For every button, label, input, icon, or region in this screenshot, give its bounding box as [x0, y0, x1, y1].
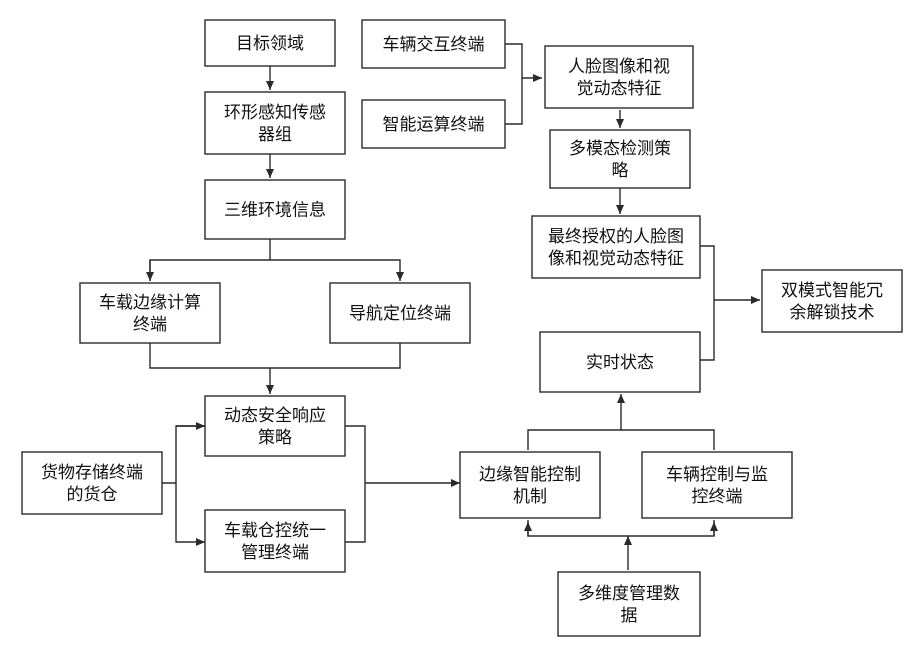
node-label-line: 双模式智能冗 [781, 281, 883, 301]
node-box [460, 452, 600, 518]
node-label-line: 据 [621, 606, 638, 626]
node-label-line: 策略 [258, 428, 292, 448]
node-label: 车辆交互终端 [383, 35, 485, 55]
node-label-line: 器组 [258, 125, 292, 145]
node-label-line: 管理终端 [241, 543, 309, 563]
node-multimodal-strategy: 多模态检测策略 [550, 130, 690, 188]
node-label-line: 最终授权的人脸图 [548, 227, 684, 247]
edge-merge-to-edge-control [345, 426, 460, 542]
node-label: 三维环境信息 [224, 201, 326, 221]
node-target-area: 目标领域 [205, 20, 335, 66]
node-label-line: 三维环境信息 [224, 201, 326, 221]
node-label: 智能运算终端 [383, 115, 485, 135]
node-box [558, 572, 700, 636]
node-label-line: 终端 [133, 315, 167, 335]
node-label-line: 目标领域 [236, 34, 304, 54]
node-multi-dimension-data: 多维度管理数据 [558, 572, 700, 636]
node-label-line: 边缘智能控制 [479, 465, 581, 485]
node-edge-terminal: 车载边缘计算终端 [80, 283, 220, 343]
node-env-3d: 三维环境信息 [205, 180, 345, 239]
node-label-line: 车载边缘计算 [99, 293, 201, 313]
node-nav-terminal: 导航定位终端 [330, 283, 470, 343]
edge-to-dual-unlock [700, 246, 760, 360]
node-label: 实时状态 [586, 353, 654, 373]
edge-env-split [150, 239, 400, 281]
node-edge-intelligent-control: 边缘智能控制机制 [460, 452, 600, 518]
node-label-line: 略 [612, 161, 629, 181]
edge-data-to-controls [528, 520, 714, 570]
node-label-line: 人脸图像和视 [568, 57, 670, 77]
node-label-line: 货物存储终端 [41, 463, 143, 483]
node-final-authorization: 最终授权的人脸图像和视觉动态特征 [532, 216, 700, 278]
node-cabin-management: 车载仓控统一管理终端 [205, 510, 345, 572]
node-label-line: 车载仓控统一 [224, 521, 326, 541]
node-label-line: 控终端 [692, 487, 743, 507]
node-vehicle-control-monitor: 车辆控制与监控终端 [642, 452, 792, 518]
node-label-line: 机制 [513, 487, 547, 507]
node-label-line: 多模态检测策 [569, 139, 671, 159]
node-label-line: 的货仓 [67, 485, 118, 505]
node-cargo-storage: 货物存储终端的货仓 [22, 452, 162, 514]
node-label: 导航定位终端 [349, 304, 451, 324]
node-box [642, 452, 792, 518]
node-dynamic-safety: 动态安全响应策略 [205, 396, 345, 456]
node-vehicle-interaction: 车辆交互终端 [362, 20, 505, 68]
node-label-line: 余解锁技术 [790, 303, 875, 323]
node-realtime-status: 实时状态 [540, 332, 700, 392]
node-label-line: 像和视觉动态特征 [548, 249, 684, 269]
node-label-line: 环形感知传感 [224, 103, 326, 123]
edge-controls-to-realtime [528, 394, 714, 450]
node-label-line: 车辆控制与监 [666, 465, 768, 485]
node-label-line: 动态安全响应 [224, 406, 326, 426]
edge-terminals-to-face [505, 44, 542, 124]
node-label-line: 车辆交互终端 [383, 35, 485, 55]
edge-cargo-split [162, 426, 205, 542]
node-label-line: 觉动态特征 [577, 79, 662, 99]
node-label-line: 导航定位终端 [349, 304, 451, 324]
node-label-line: 多维度管理数 [578, 584, 680, 604]
node-label-line: 实时状态 [586, 353, 654, 373]
node-label-line: 智能运算终端 [383, 115, 485, 135]
edge-edge-nav-to-safety [150, 343, 400, 394]
node-label: 目标领域 [236, 34, 304, 54]
node-face-feature: 人脸图像和视觉动态特征 [545, 46, 693, 108]
node-dual-mode-unlock: 双模式智能冗余解锁技术 [762, 270, 902, 332]
node-ring-sensors: 环形感知传感器组 [205, 92, 345, 154]
node-smart-computing: 智能运算终端 [362, 100, 505, 148]
